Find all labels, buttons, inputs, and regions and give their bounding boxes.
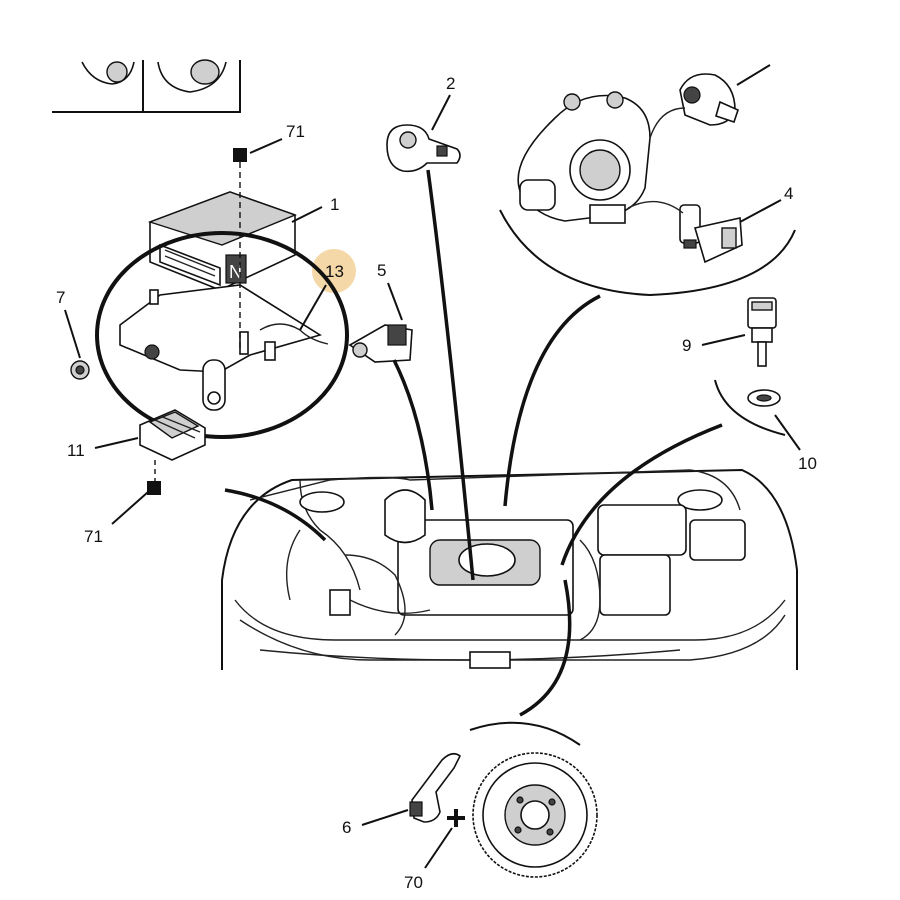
callout-6: 6 [342, 818, 351, 837]
connector-11-part [139, 409, 206, 461]
callout-10: 10 [798, 454, 817, 473]
coolant-sensor-9-part [747, 297, 777, 367]
inset-bushing-part-right [157, 59, 227, 93]
callout-70: 70 [404, 873, 423, 892]
callout-71-top: 71 [286, 122, 305, 141]
bolt-70-part [447, 809, 465, 827]
callout-4: 4 [784, 184, 793, 203]
callout-7: 7 [56, 288, 65, 307]
washer-10-part [747, 389, 781, 407]
fastener-71-bottom [147, 481, 161, 495]
callout-leader-lines [64, 94, 801, 869]
callout-1: 1 [330, 195, 339, 214]
flywheel-part [472, 752, 598, 878]
ecu-mounting-bracket-part [119, 284, 329, 411]
callout-2: 2 [446, 74, 455, 93]
throttle-body-part [517, 91, 651, 224]
knock-sensor-2-part [386, 124, 461, 173]
crank-sensor-6-part [409, 752, 462, 823]
callout-5: 5 [377, 261, 386, 280]
inset-detail-box [52, 59, 241, 113]
callout-13-highlight [312, 249, 356, 293]
callout-71-bottom: 71 [84, 527, 103, 546]
callout-9: 9 [682, 336, 691, 355]
sensor-4-part [679, 204, 743, 264]
pressure-sensor-part [679, 73, 739, 126]
callout-11: 11 [67, 441, 85, 460]
highlight-ellipse [95, 231, 349, 439]
leader-wires [224, 169, 723, 717]
bolt-7-part [70, 360, 90, 380]
svg-text:N: N [229, 262, 242, 282]
inset-bushing-part-left [81, 61, 135, 85]
engine-bay-illustration [221, 468, 798, 670]
sensor-5-part [348, 324, 413, 363]
callout-13: 13 [325, 262, 344, 281]
ecu-module-part: N [147, 191, 297, 291]
fastener-71-top [233, 148, 247, 350]
